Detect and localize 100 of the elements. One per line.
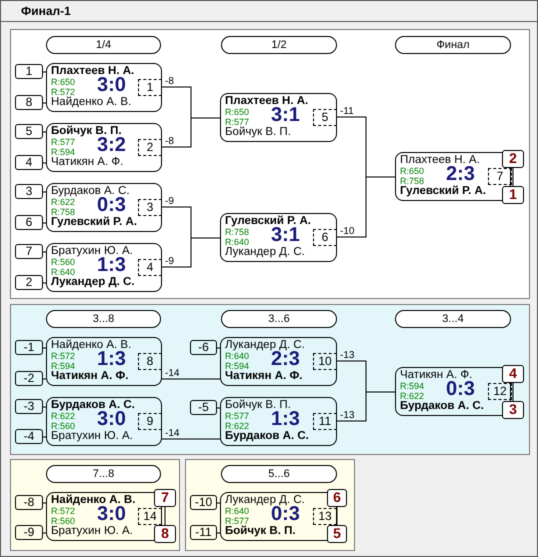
- player-name: Чатикян А. Ф.: [225, 370, 302, 384]
- match-score: 3:1: [271, 224, 300, 246]
- seed-number: 8: [15, 95, 43, 110]
- match-score: 3:0: [97, 74, 126, 96]
- match-card: [46, 183, 162, 232]
- round-header: Финал: [395, 36, 511, 54]
- edge-label: -13: [339, 410, 356, 421]
- connector-line: [42, 222, 46, 224]
- player-name: Бурдаков А. С.: [225, 430, 309, 444]
- match-score: 0:3: [446, 378, 475, 400]
- connector-line: [42, 282, 46, 284]
- connector-line: [42, 502, 46, 504]
- place-number: 5: [327, 525, 347, 543]
- edge-label: -13: [339, 350, 356, 361]
- place-number: 1: [502, 186, 524, 204]
- player-rating: R:640: [225, 237, 250, 247]
- player-name: Бойчук В. П.: [225, 126, 291, 140]
- match-score: 2:3: [446, 163, 475, 185]
- player-rating: R:758: [225, 227, 250, 238]
- player-rating: R:594: [51, 361, 76, 371]
- player-name: Братухин Ю. А.: [51, 245, 133, 257]
- match-number: 4: [138, 259, 162, 276]
- match-score: 3:0: [97, 408, 126, 430]
- edge-label: -8: [164, 76, 175, 87]
- match-score: 1:3: [97, 254, 126, 276]
- seed-number: -1: [15, 340, 43, 355]
- player-name: Гулевский Р. А.: [225, 215, 311, 227]
- match-score: 1:3: [97, 348, 126, 370]
- match-card: [220, 397, 337, 446]
- player-name: Чатикян А. Ф.: [51, 156, 124, 170]
- connector-line: [162, 238, 220, 268]
- edge-label: -9: [164, 196, 175, 207]
- match-score: 3:1: [271, 104, 300, 126]
- player-rating: R:572: [51, 87, 76, 97]
- match-number: 2: [138, 139, 162, 156]
- player-rating: R:577: [51, 137, 76, 148]
- player-rating: R:594: [400, 381, 424, 392]
- edge-label: -9: [164, 256, 175, 267]
- seed-number: -5: [190, 400, 217, 415]
- connector-line: [42, 532, 46, 534]
- player-rating: R:640: [51, 267, 76, 277]
- seed-number: -2: [15, 371, 43, 386]
- match-number: 1: [138, 79, 162, 96]
- connector-line: [42, 406, 46, 408]
- round-header: 3...8: [46, 310, 161, 328]
- player-rating: R:640: [225, 351, 250, 362]
- player-rating: R:622: [51, 197, 76, 208]
- edge-label: -10: [339, 226, 356, 237]
- place-number: 7: [154, 489, 176, 507]
- seed-number: -8: [15, 495, 43, 510]
- connector-line: [512, 382, 514, 402]
- match-score: 1:3: [271, 408, 300, 430]
- section-panel: [10, 304, 530, 455]
- connector-line: [164, 506, 166, 526]
- player-name: Бурдаков А. С.: [51, 399, 135, 411]
- player-name: Бойчук В. П.: [225, 525, 296, 538]
- match-score: 3:2: [97, 134, 126, 156]
- match-number: 10: [313, 353, 337, 370]
- player-name: Гулевский Р. А.: [51, 216, 137, 230]
- place-number: 8: [154, 525, 176, 543]
- connector-line: [42, 436, 46, 438]
- match-number: 9: [138, 413, 162, 430]
- player-rating: R:650: [400, 166, 424, 177]
- player-name: Лукандер Д. С.: [51, 276, 135, 290]
- player-name: Чатикян А. Ф.: [400, 369, 472, 381]
- seed-number: 1: [15, 64, 43, 79]
- player-rating: R:572: [51, 351, 76, 362]
- match-number: 8: [138, 353, 162, 370]
- edge-label: -11: [339, 106, 355, 117]
- place-number: 6: [327, 489, 347, 507]
- round-header: 5...6: [221, 465, 337, 483]
- player-rating: R:650: [51, 77, 76, 88]
- match-card: [46, 397, 162, 446]
- section-panel: [10, 29, 530, 299]
- edge-label: -14: [164, 428, 180, 439]
- player-name: Найденко А. В.: [51, 339, 132, 351]
- round-header: 3...4: [395, 310, 511, 328]
- title: Финал-1: [21, 4, 71, 18]
- player-rating: R:572: [51, 506, 76, 517]
- seed-number: 4: [15, 155, 43, 170]
- player-name: Чатикян А. Ф.: [51, 370, 128, 384]
- player-name: Братухин Ю. А.: [51, 525, 133, 538]
- place-number: 4: [502, 365, 524, 383]
- connector-line: [42, 162, 46, 164]
- player-rating: R:594: [225, 361, 250, 371]
- player-name: Плахтеев Н. А.: [225, 95, 308, 107]
- match-card: [46, 337, 162, 386]
- match-score: 3:0: [97, 503, 126, 525]
- seed-number: -11: [190, 525, 217, 540]
- section-panel: [185, 459, 355, 551]
- match-number: 5: [313, 109, 337, 126]
- player-rating: R:560: [51, 516, 76, 526]
- player-rating: R:622: [225, 421, 250, 431]
- player-name: Бурдаков А. С.: [51, 185, 130, 197]
- connector-line: [162, 438, 220, 440]
- seed-number: 6: [15, 215, 43, 230]
- seed-number: -3: [15, 399, 43, 414]
- seed-number: 2: [15, 275, 43, 290]
- seed-number: 5: [15, 124, 43, 139]
- player-name: Найденко А. В.: [51, 96, 132, 110]
